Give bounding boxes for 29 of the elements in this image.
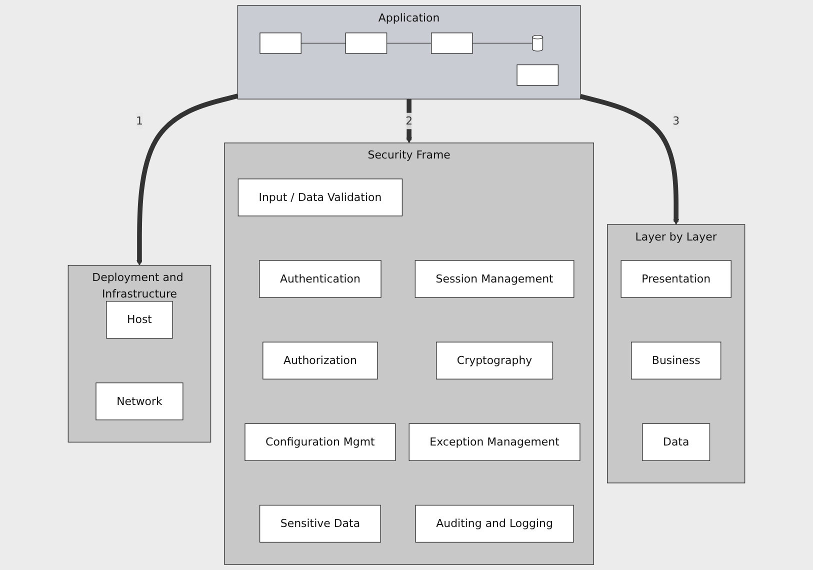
node-cylinder [532,34,544,52]
node-box: Sensitive Data [259,504,381,543]
node-box: Authentication [259,260,382,298]
node-box [431,32,473,54]
node-box [345,32,388,54]
node-bar [516,64,559,86]
cluster: Application [237,5,581,100]
node-box: Exception Management [408,423,580,461]
node-box: Session Management [414,260,574,298]
connector [472,42,533,44]
node-box: Business [631,342,722,380]
node-box: Input / Data Validation [238,178,403,216]
edge-label: 3 [672,114,680,128]
arrow [580,94,680,225]
connector [300,42,346,44]
node-box: Configuration Mgmt [244,423,396,461]
connector [386,42,432,44]
node-box: Data [642,423,710,461]
edge-label: 1 [136,114,143,128]
node-box: Auditing and Logging [415,504,574,543]
node-box: Cryptography [436,342,554,380]
node-box: Authorization [262,342,378,380]
arrow [406,99,412,144]
node-box: Presentation [620,260,732,298]
node-box: Network [96,382,184,420]
arrow [136,94,238,266]
edge-label: 2 [406,114,413,128]
node-bar [260,32,302,54]
node-box: Host [106,300,173,339]
